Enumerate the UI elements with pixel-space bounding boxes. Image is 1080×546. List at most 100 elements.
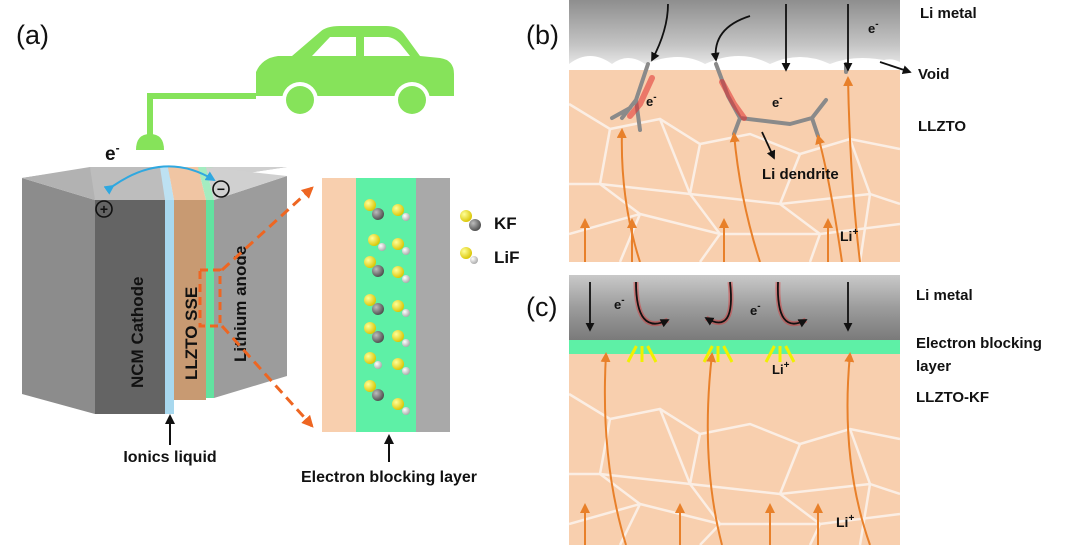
void-label: Void (918, 66, 949, 83)
molecule-f-atom (392, 398, 404, 410)
molecule-li-atom (402, 213, 410, 221)
blocking-layer-label-c-2: layer (916, 358, 951, 375)
li-ion-flux-arrow (722, 345, 734, 363)
dendrite-electron-path (627, 75, 655, 119)
legend-kf-icon (460, 210, 481, 231)
molecule-k-atom (372, 303, 384, 315)
electron-flow-arrow (103, 165, 216, 195)
molecule-li-atom (402, 309, 410, 317)
llzto-label: LLZTO (918, 118, 966, 135)
electron-label-b-2: e- (772, 93, 783, 110)
grain-boundary (639, 212, 900, 236)
legend-lif-icon (460, 247, 478, 264)
electron-label-c-2: e- (750, 301, 761, 318)
cathode-label: NCM Cathode (128, 277, 147, 388)
zoom-panel (322, 178, 450, 432)
anode-label: Lithium anode (231, 246, 250, 362)
molecule-f-atom (392, 238, 404, 250)
dendrite-electron-path (719, 79, 747, 121)
grain-boundary (688, 143, 722, 262)
li-metal-label-b: Li metal (920, 5, 977, 22)
molecule-f-atom (364, 294, 376, 306)
void-arrow (879, 61, 912, 74)
grain-boundary (778, 153, 822, 262)
grain-boundary (569, 182, 900, 206)
molecule-li-atom (402, 247, 410, 255)
connector-plug (136, 134, 164, 150)
molecule-f-atom (392, 300, 404, 312)
molecule-li-atom (402, 407, 410, 415)
ionic-liquid-label: Ionics liquid (123, 449, 216, 466)
grain-boundary (569, 472, 900, 496)
molecule-f-atom (392, 266, 404, 278)
li-ion-path (843, 76, 861, 262)
molecule-k-atom (372, 208, 384, 220)
molecule-k-atom (372, 265, 384, 277)
li-ion-path (844, 352, 871, 545)
sse-label: LLZTO SSE (182, 287, 201, 380)
molecule-k-atom (372, 389, 384, 401)
grain-boundary (569, 502, 641, 526)
electron-label-a: e- (105, 141, 120, 165)
minus-sign: − (217, 181, 225, 197)
li-ion-path (815, 134, 843, 262)
molecule-li-atom (402, 275, 410, 283)
panel-label-b: (b) (526, 20, 559, 50)
li-ion-path (616, 128, 641, 262)
legend-kf: KF (494, 214, 517, 233)
li-ion-path (600, 352, 627, 545)
li-ion-path (706, 352, 723, 545)
grain-boundary (778, 443, 822, 545)
molecule-li-atom (378, 243, 386, 251)
grain-boundary (688, 433, 722, 545)
panel-label-a: (a) (16, 20, 49, 50)
electron-reflect-path (635, 281, 670, 328)
grain-boundary (569, 392, 900, 446)
zoom-region-box (198, 268, 222, 328)
molecule-f-atom (392, 330, 404, 342)
zoom-line-bottom (220, 324, 314, 428)
grain-boundary (848, 138, 872, 262)
molecule-f-atom (364, 380, 376, 392)
plus-sign: + (100, 201, 108, 217)
molecule-f-atom (364, 352, 376, 364)
molecule-f-atom (392, 358, 404, 370)
panel-b-cross-section (569, 0, 900, 262)
li-ion-label-c-2: Li+ (836, 513, 854, 530)
electron-label-b-top: e- (868, 19, 879, 36)
molecule-li-atom (402, 339, 410, 347)
molecule-f-atom (364, 256, 376, 268)
electron-path (710, 15, 751, 62)
blocking-layer-label-c-1: Electron blocking (916, 335, 1042, 352)
li-ion-label-c-1: Li+ (772, 360, 790, 377)
dendrite-label: Li dendrite (762, 166, 839, 183)
li-ion-flux-arrow (626, 345, 638, 363)
grain-boundary (658, 408, 692, 485)
grain-boundary (569, 102, 900, 156)
panel-label-c: (c) (526, 292, 557, 322)
power-wire (147, 93, 256, 140)
blocking-layer-label-a: Electron blocking layer (301, 469, 477, 486)
llzto-kf-label: LLZTO-KF (916, 389, 989, 406)
electron-label-c-1: e- (614, 295, 625, 312)
molecule-f-atom (392, 204, 404, 216)
grain-boundary (598, 418, 642, 545)
li-metal-label-c: Li metal (916, 287, 973, 304)
electron-reflect-path (704, 281, 732, 326)
molecule-f-atom (368, 234, 380, 246)
electron-reflect-path (777, 281, 808, 328)
molecule-f-atom (364, 322, 376, 334)
zoom-line-top (220, 186, 314, 272)
li-ion-flux-arrow (646, 345, 658, 363)
li-ion-label-b: Li+ (840, 227, 858, 244)
li-ion-path (729, 132, 761, 262)
car-icon (256, 26, 454, 118)
electron-label-b-1: e- (646, 92, 657, 109)
molecule-li-atom (374, 361, 382, 369)
kf-lif-particles (364, 199, 410, 415)
molecule-li-atom (402, 367, 410, 375)
grain-boundary (658, 118, 692, 195)
grain-boundary (598, 128, 642, 262)
positive-terminal-icon (95, 200, 113, 218)
